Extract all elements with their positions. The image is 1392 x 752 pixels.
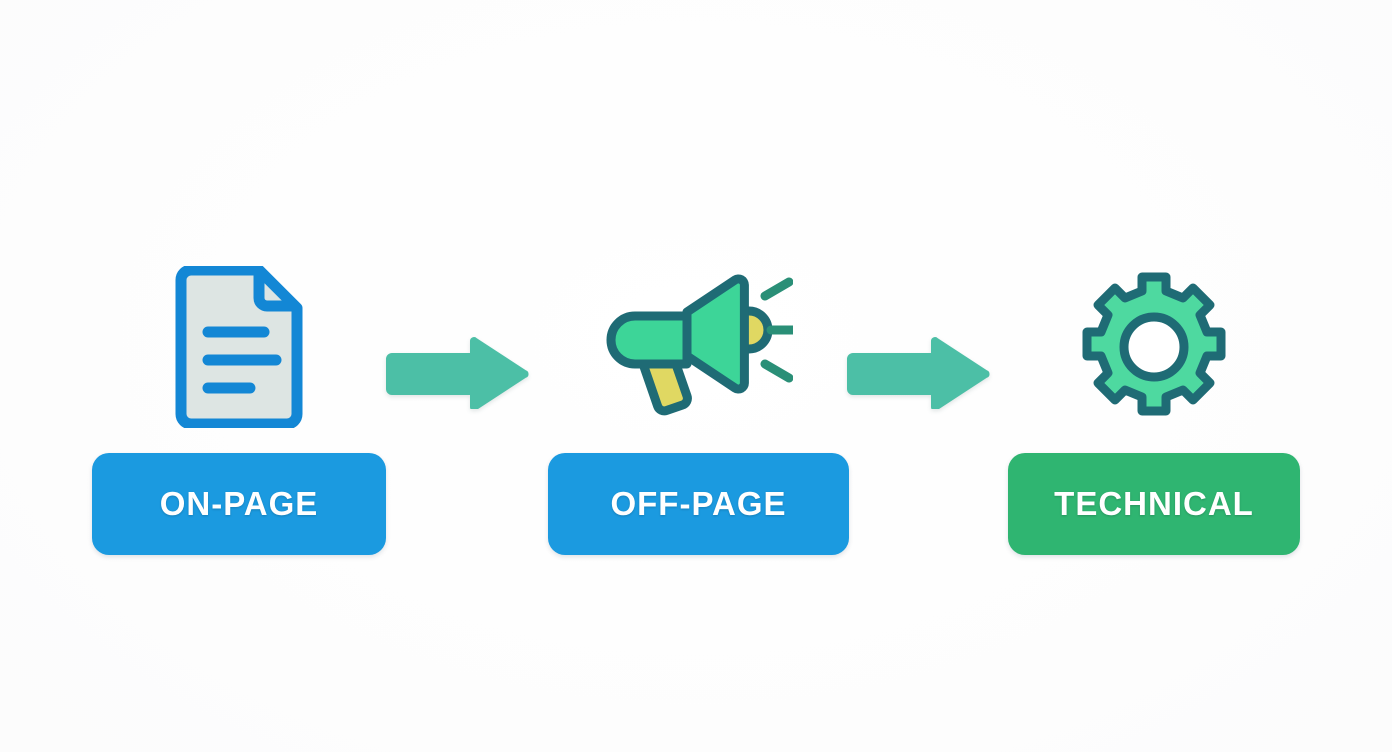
arrow-off-page-to-technical: [847, 337, 990, 409]
megaphone-icon: [606, 274, 793, 416]
stage-technical[interactable]: TECHNICAL: [1008, 262, 1300, 555]
stage-label-technical[interactable]: TECHNICAL: [1008, 453, 1300, 555]
stage-on-page-icon-wrap: [171, 262, 307, 432]
arrow-on-page-to-off-page: [386, 337, 529, 409]
stage-label-off-page[interactable]: OFF-PAGE: [548, 453, 849, 555]
document-icon: [175, 266, 303, 428]
stage-off-page-icon-wrap: [605, 262, 793, 432]
gear-icon: [1082, 272, 1226, 416]
stage-label-on-page[interactable]: ON-PAGE: [92, 453, 386, 555]
stage-technical-icon-wrap: [1079, 262, 1229, 432]
stage-on-page[interactable]: ON-PAGE: [92, 262, 386, 555]
stage-off-page[interactable]: OFF-PAGE: [548, 262, 849, 555]
